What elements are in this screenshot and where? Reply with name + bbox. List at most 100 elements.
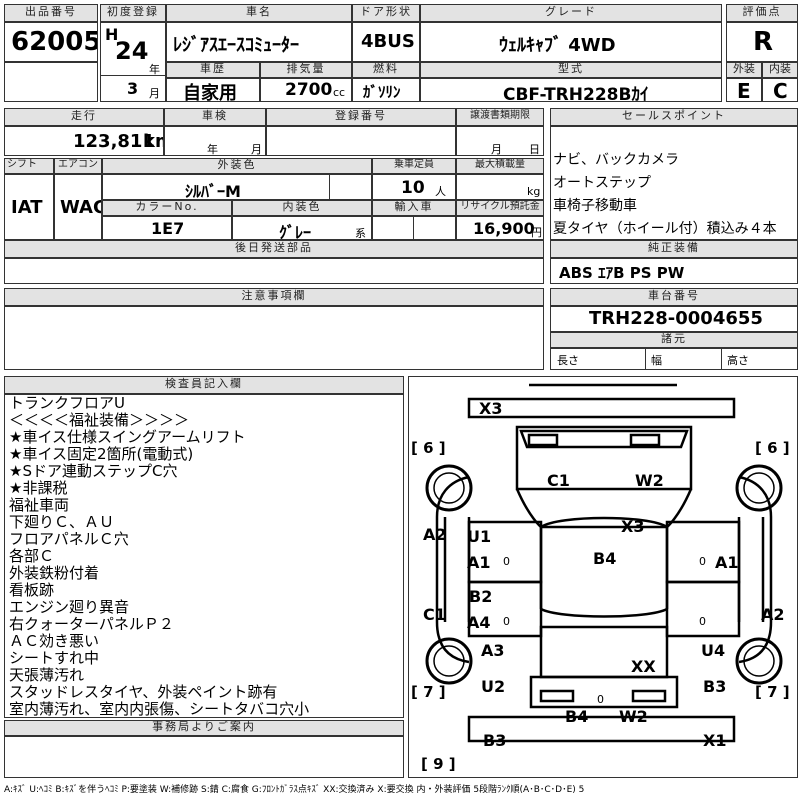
inspection-cell: 年 月 — [164, 126, 266, 156]
import-header: 輸入車 — [372, 200, 456, 216]
inspector-note: 福祉車両 — [9, 496, 70, 514]
mark-zero: 0 — [699, 615, 706, 628]
lot-no: 62005 — [11, 27, 98, 57]
recycle-fee: 16,900 — [473, 219, 535, 238]
model-code-cell: CBF-TRH228Bｶｲ — [420, 78, 722, 102]
transfer-day-unit: 日 — [529, 143, 540, 156]
max-load-header: 最大積載量 — [456, 158, 544, 174]
mark-b3-bottom: B3 — [483, 731, 507, 750]
recycle-unit: 円 — [531, 226, 542, 239]
fuel-header: 燃料 — [352, 62, 420, 78]
inspector-note: 右クォーターパネルＰ２ — [9, 615, 174, 633]
door-type: 4BUS — [361, 31, 415, 52]
caution-cell — [4, 306, 544, 370]
mark-x3-top: X3 — [479, 399, 503, 418]
inspector-note: ★車イス固定2箇所(電動式) — [9, 445, 194, 463]
later-parts-header: 後日発送部品 — [4, 240, 544, 258]
zone-9: [ 9 ] — [421, 755, 456, 773]
mark-b2: B2 — [469, 587, 493, 606]
inspector-note: 看板跡 — [9, 581, 55, 599]
year-unit: 年 — [149, 63, 160, 76]
inspector-note: ＜＜＜＜福祉装備＞＞＞＞ — [9, 411, 190, 429]
ext-color-cell: ｼﾙﾊﾞｰM — [102, 174, 372, 200]
displacement-unit: cc — [333, 86, 346, 99]
grade-cell: ｳｪﾙｷｬﾌﾞ 4WD — [420, 22, 722, 62]
sales-point-item: ナビ、バックカメラ — [553, 152, 679, 168]
sales-point-cell: ナビ、バックカメラ オートステップ 車椅子移動車 夏タイヤ（ホイール付）積込み４… — [550, 126, 798, 240]
car-name-header: 車名 — [166, 4, 352, 22]
interior-score: C — [773, 79, 788, 102]
int-color-cell: ｸﾞﾚｰ 系 — [232, 216, 372, 240]
mark-b3-right: B3 — [703, 677, 727, 696]
reg-year: 24 — [115, 37, 149, 65]
mark-x1: X1 — [703, 731, 727, 750]
door-cell: 4BUS — [352, 22, 420, 62]
mark-u2: U2 — [481, 677, 506, 696]
later-parts-cell — [4, 258, 544, 284]
transfer-deadline-cell: 月 日 — [456, 126, 544, 156]
genuine-header: 純正装備 — [550, 240, 798, 258]
mileage-cell: 123,811 km — [4, 126, 164, 156]
inspector-note: 天張薄汚れ — [9, 666, 85, 684]
genuine-equipment: ABS ｴｱB PS PW — [559, 264, 685, 282]
mark-w2-bottom: W2 — [619, 707, 648, 726]
sales-point-header: セールスポイント — [550, 108, 798, 126]
interior-header: 内装 — [762, 62, 798, 78]
capacity-unit: 人 — [435, 185, 446, 198]
inspector-note: シートすれ中 — [9, 649, 100, 667]
era: H — [105, 25, 119, 44]
history: 自家用 — [183, 83, 237, 102]
lot-no-cell: 62005 — [4, 22, 98, 62]
mark-a1-right: A1 — [715, 553, 739, 572]
mark-x3-mid: X3 — [621, 517, 645, 536]
genuine-cell: ABS ｴｱB PS PW — [550, 258, 798, 284]
reg-no-header: 登録番号 — [266, 108, 456, 126]
mark-xx: XX — [631, 657, 656, 676]
inspector-note: 下廻りＣ、ＡＵ — [9, 513, 115, 531]
reg-month: 3 — [127, 79, 139, 98]
inspector-note: 室内薄汚れ、室内内張傷、シートタバコ穴小 — [9, 700, 310, 718]
transfer-month-unit: 月 — [491, 143, 502, 156]
sales-point-item: 車椅子移動車 — [553, 198, 637, 214]
sales-point-item: オートステップ — [553, 175, 651, 191]
first-reg-header: 初度登録 — [100, 4, 166, 22]
inspector-note: トランクフロアU — [9, 394, 125, 412]
color-no-cell: 1E7 — [102, 216, 232, 240]
mark-a2-right: A2 — [761, 605, 785, 624]
history-cell: 自家用 — [166, 78, 260, 102]
aircon-cell: WAC — [54, 174, 102, 240]
inspector-note: 外装鉄粉付着 — [9, 564, 100, 582]
color-no: 1E7 — [151, 219, 185, 238]
mark-a1-left: A1 — [467, 553, 491, 572]
width-label: 幅 — [651, 354, 662, 367]
mark-u4: U4 — [701, 641, 726, 660]
interior-cell: C — [762, 78, 798, 102]
mileage-header: 走行 — [4, 108, 164, 126]
inspector-note: スタッドレスタイヤ、外装ペイント跡有 — [9, 683, 278, 701]
length-label: 長さ — [557, 354, 579, 367]
mark-zero: 0 — [699, 555, 706, 568]
specs-header: 諸元 — [550, 332, 798, 348]
exterior-score: E — [737, 79, 751, 102]
displacement-header: 排気量 — [260, 62, 352, 78]
capacity-cell: 10 人 — [372, 174, 456, 200]
int-color: ｸﾞﾚｰ — [279, 223, 312, 240]
mileage: 123,811 — [73, 131, 155, 152]
inspector-note: ★Sドア連動ステップC穴 — [9, 462, 178, 480]
capacity-header: 乗車定員 — [372, 158, 456, 174]
first-reg-cell: H 24 年 3 月 — [100, 22, 166, 102]
car-name: ﾚｼﾞｱｽｴｰｽｺﾐｭｰﾀｰ — [173, 35, 299, 56]
mark-b4-bottom: B4 — [565, 707, 589, 726]
inspector-note: ★非課税 — [9, 479, 68, 497]
mark-u1: U1 — [467, 527, 492, 546]
color-no-header: カラーNo. — [102, 200, 232, 216]
inspector-header: 検査員記入欄 — [4, 376, 404, 394]
lot-no-header: 出品番号 — [4, 4, 98, 22]
max-load-cell: kg — [456, 174, 544, 200]
inspector-note: ＡＣ効き悪い — [9, 632, 100, 650]
ext-color-header: 外装色 — [102, 158, 372, 174]
model-code-header: 型式 — [420, 62, 722, 78]
zone-6-right: [ 6 ] — [755, 439, 790, 457]
zone-6-left: [ 6 ] — [411, 439, 446, 457]
caution-header: 注意事項欄 — [4, 288, 544, 306]
